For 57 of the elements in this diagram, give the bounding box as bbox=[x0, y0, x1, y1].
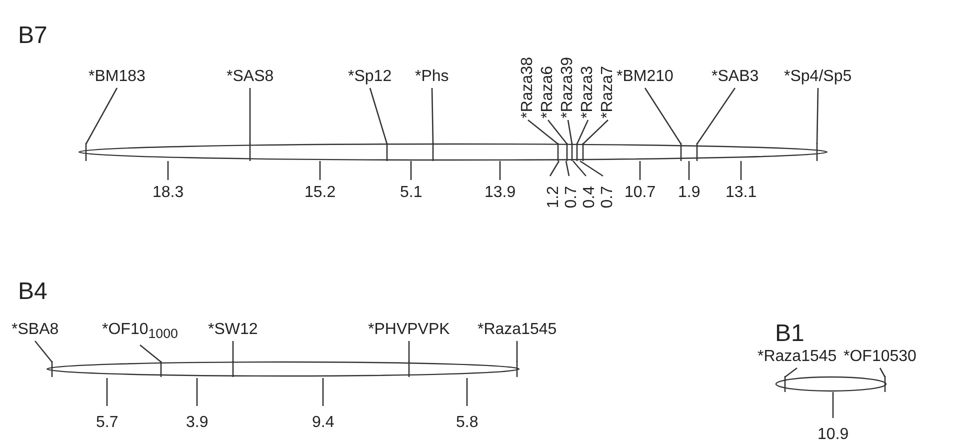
distance-value: 18.3 bbox=[152, 184, 184, 202]
distance-value: 13.9 bbox=[484, 184, 516, 202]
leader-line bbox=[408, 341, 410, 362]
leader-line bbox=[528, 120, 558, 144]
leader-line bbox=[582, 120, 608, 144]
leader-line bbox=[696, 88, 736, 144]
distance-value: 15.2 bbox=[304, 184, 336, 202]
marker-name: *SAB3 bbox=[712, 68, 759, 86]
chromosome-heading: B7 bbox=[18, 23, 48, 49]
marker-name: *SW12 bbox=[208, 321, 258, 339]
distance-value: 13.1 bbox=[726, 184, 757, 202]
distance-value: 5.7 bbox=[96, 414, 118, 432]
leader-line bbox=[784, 367, 798, 378]
distance-value: 1.2 bbox=[545, 186, 563, 208]
leader-line bbox=[34, 340, 52, 362]
marker-name: *Raza7 bbox=[599, 66, 617, 118]
marker-name: *Raza3 bbox=[579, 66, 597, 118]
marker-name: *Raza39 bbox=[559, 57, 577, 118]
marker-name: *SBA8 bbox=[12, 321, 59, 339]
leader-line bbox=[816, 88, 819, 144]
distance-value: 3.9 bbox=[186, 414, 208, 432]
marker-name: *OF10$_{1000}$ bbox=[102, 321, 178, 344]
marker-name: *Raza1545 bbox=[478, 321, 557, 339]
leader-line bbox=[140, 344, 162, 362]
distance-value: 1.9 bbox=[678, 184, 700, 202]
chromosome-heading: B1 bbox=[775, 321, 804, 347]
marker-name: *Phs bbox=[415, 68, 449, 86]
marker-name: *BM183 bbox=[88, 68, 146, 86]
marker-name: *Sp4/Sp5 bbox=[784, 68, 852, 86]
marker-name: *Raza1545 bbox=[758, 348, 837, 366]
distance-value: 0.7 bbox=[563, 186, 581, 208]
leader-line bbox=[879, 368, 886, 378]
distance-value: 10.9 bbox=[818, 426, 849, 444]
leader-line bbox=[567, 120, 573, 144]
leader-line bbox=[249, 88, 251, 144]
leader-line bbox=[644, 88, 682, 144]
leader-line bbox=[548, 120, 568, 144]
marker-name: *BM210 bbox=[616, 68, 674, 86]
marker-name: *Raza38 bbox=[519, 57, 537, 118]
marker-name: *OF10530 bbox=[844, 348, 916, 366]
marker-name: *Sp12 bbox=[348, 68, 392, 86]
leader-line bbox=[85, 88, 118, 144]
leader-line bbox=[431, 88, 434, 144]
chromosome-heading: B4 bbox=[18, 279, 48, 305]
leader-line bbox=[232, 341, 234, 362]
distance-value: 0.7 bbox=[599, 186, 617, 208]
marker-name: *SAS8 bbox=[226, 68, 274, 86]
marker-name: *Raza6 bbox=[539, 66, 557, 118]
distance-value: 0.4 bbox=[581, 186, 599, 208]
leader-line bbox=[516, 341, 518, 362]
leader-line bbox=[369, 88, 388, 144]
distance-value: 5.8 bbox=[456, 414, 478, 432]
marker-name: *PHVPVPK bbox=[368, 321, 450, 339]
leader-line bbox=[576, 120, 589, 144]
distance-value: 9.4 bbox=[312, 414, 334, 432]
distance-value: 5.1 bbox=[400, 184, 422, 202]
distance-value: 10.7 bbox=[624, 184, 656, 202]
